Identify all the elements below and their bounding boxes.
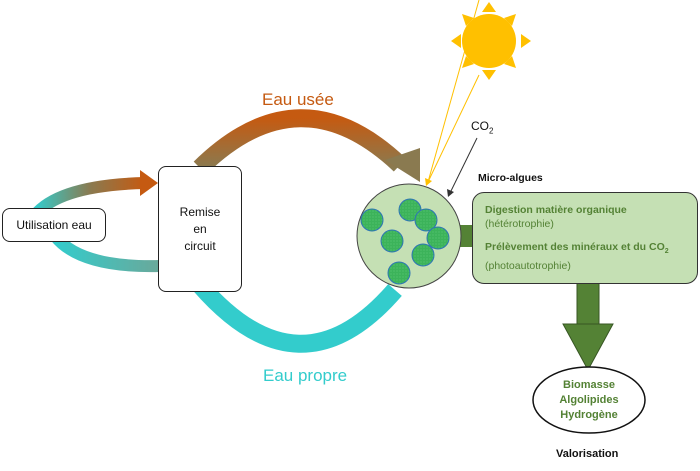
clean-water-label: Eau propre	[263, 366, 348, 385]
recirculation-to-usage-arrow	[50, 232, 161, 273]
product-hydrogen: Hydrogène	[560, 409, 618, 421]
microalgae-tank	[356, 183, 462, 289]
recirculation-line-3: circuit	[184, 238, 216, 253]
product-algolipids: Algolipides	[559, 394, 619, 406]
valorisation-arrow-shaft	[576, 282, 600, 326]
valorisation-label: Valorisation	[556, 448, 619, 460]
products-list: Biomasse Algolipides Hydrogène	[538, 378, 640, 423]
process-1-subtitle: (hétérotrophie)	[485, 218, 554, 230]
recirculation-line-1: Remise	[179, 204, 221, 219]
process-1-title: Digestion matière organique	[485, 204, 627, 216]
usage-box: Utilisation eau	[2, 208, 106, 242]
microalgae-label: Micro-algues	[478, 172, 543, 184]
processes-box: Digestion matière organique (hétérotroph…	[472, 192, 698, 284]
process-2-subtitle: (photoautotrophie)	[485, 260, 571, 273]
process-2-title: Prélèvement des minéraux et du CO2	[485, 241, 669, 256]
recirculation-line-2: en	[193, 221, 207, 236]
wastewater-arrowhead	[385, 148, 420, 182]
sunlight-arrow	[427, 0, 480, 183]
wastewater-label: Eau usée	[262, 90, 334, 109]
recirculation-box: Remise en circuit	[158, 166, 242, 292]
valorisation-arrowhead	[562, 323, 614, 372]
sun-icon	[451, 2, 531, 80]
wastewater-arrow	[193, 109, 407, 175]
products-ellipse	[532, 366, 646, 434]
co2-label: CO2	[471, 119, 494, 136]
product-biomass: Biomasse	[563, 379, 615, 391]
algae-cells	[360, 198, 450, 285]
usage-arrowhead	[140, 170, 158, 196]
co2-arrow	[449, 137, 478, 194]
clean-water-arrow	[193, 279, 402, 353]
